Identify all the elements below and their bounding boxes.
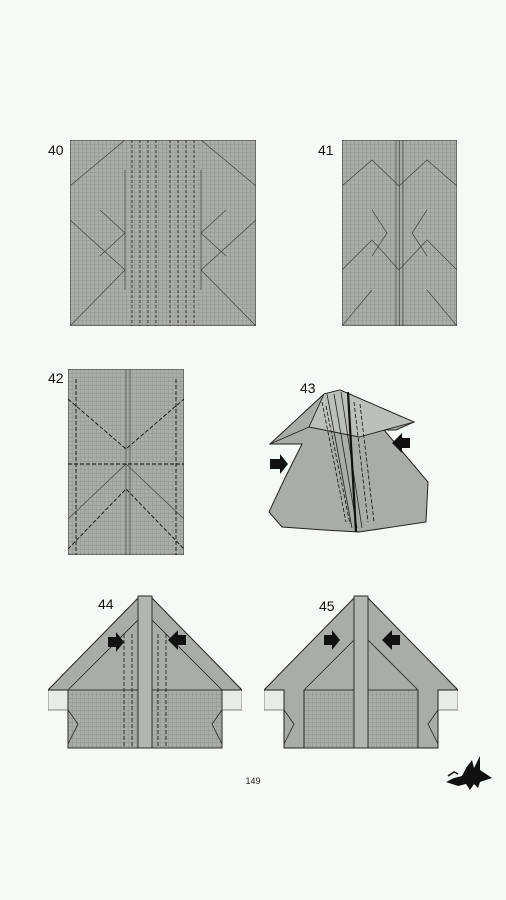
step-number-42: 42 bbox=[48, 370, 64, 386]
page-number: 149 bbox=[0, 776, 506, 786]
step-41-diagram bbox=[342, 140, 457, 326]
step-40-diagram bbox=[70, 140, 256, 326]
step-number-41: 41 bbox=[318, 142, 334, 158]
step-42-diagram bbox=[68, 369, 184, 555]
dragon-icon bbox=[444, 752, 494, 794]
step-45-diagram bbox=[264, 594, 458, 750]
step-44-diagram bbox=[48, 594, 242, 750]
push-arrow-right-icon bbox=[270, 454, 288, 474]
step-43-diagram bbox=[264, 382, 430, 534]
step-number-40: 40 bbox=[48, 142, 64, 158]
